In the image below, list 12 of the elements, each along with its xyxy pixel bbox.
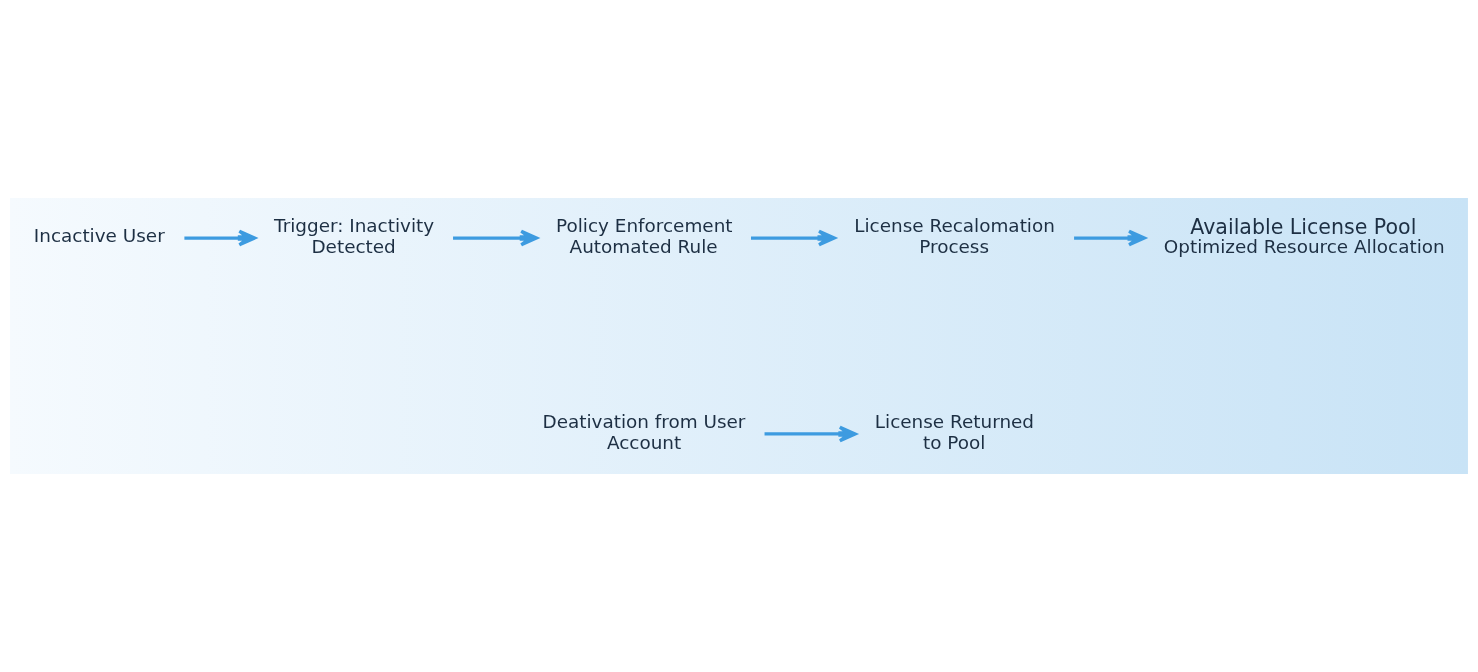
node-text: License Recalomation Process [854,215,1055,257]
node-text: License Returned to Pool [874,411,1035,453]
arrow [751,229,836,247]
node-text: Available License Pool Optimized Resource Allocation [1163,214,1445,257]
arrow [184,229,257,247]
node-text: Deativation from User Account [542,411,746,453]
node-text: Incactive User [33,225,165,247]
node-text: Trigger: Inactivity Detected [274,215,435,257]
arrow [453,229,539,247]
node-text: Policy Enforcement Automated Rule [556,215,733,257]
arrow [764,425,857,443]
arrow [1074,229,1146,247]
